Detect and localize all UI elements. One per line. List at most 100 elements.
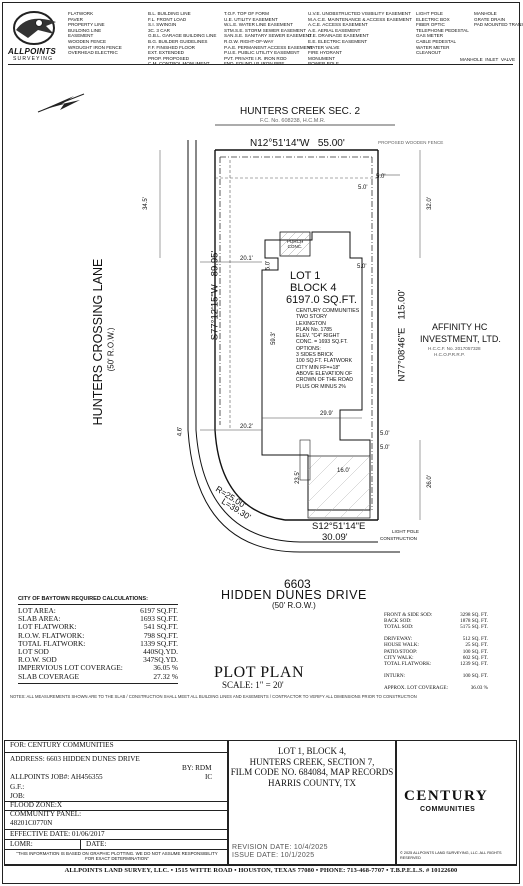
legal-line: HARRIS COUNTY, TX xyxy=(268,777,356,788)
effective-date: EFFECTIVE DATE: 01/06/2017 xyxy=(10,830,105,838)
legend-item: S.I. SWINGIN xyxy=(148,22,177,28)
brand-box xyxy=(396,740,517,865)
gf-label: G.F.: xyxy=(10,783,25,791)
calc-row: TOTAL SOD:5175 SQ. FT. xyxy=(384,624,488,630)
calc-key: TOTAL SOD: xyxy=(384,624,414,631)
job-number: ALLPOINTS JOB#: AH456355 xyxy=(10,773,103,781)
calc-value: 798 SQ.FT. xyxy=(143,630,178,640)
calc-key: APPROX. LOT COVERAGE: xyxy=(384,685,449,692)
legend-item: B.L. BUILDING LINE xyxy=(148,11,191,16)
legend-item: LIGHT POLE xyxy=(416,11,443,16)
legend-item: A.C.E. ACCESS EASEMENT xyxy=(308,22,368,28)
north-bearing: N12°51'14"W 55.00' xyxy=(250,138,345,149)
legend-item: M.A.C.E. MAINTENANCE & ACCESS EASEMENT xyxy=(308,16,412,22)
calc-key: DRIVEWAY: xyxy=(384,636,413,643)
legend-item: GAS METER xyxy=(416,33,444,39)
neighbor-ref-1: H.C.C.F. No. 2017057328 xyxy=(428,346,481,351)
calc-value: 1693 SQ.FT. xyxy=(140,614,178,624)
calc-value: 347SQ.YD. xyxy=(143,655,178,665)
calc-value: 440SQ.YD. xyxy=(143,647,178,657)
legend-item: E.E. ELECTRIC EASEMENT xyxy=(308,38,368,44)
legend-item: OVERHEAD ELECTRIC xyxy=(68,50,118,56)
legend-inlet: INLET xyxy=(485,57,499,62)
lot-note-line: CENTURY COMMUNITIES xyxy=(296,308,360,314)
calc-value: 27.32 % xyxy=(153,671,178,681)
lot-note-line: 100 SQ.FT. FLATWORK xyxy=(296,358,353,365)
legal-box xyxy=(228,740,396,865)
calc-value: 512 SQ. FT. xyxy=(462,636,488,643)
lot-note-line: PLUS OR MINUS 2% xyxy=(296,383,346,390)
east-bearing: N77°08'46"E 115.00' xyxy=(396,289,408,382)
south-note-1: LIGHT POLE xyxy=(392,529,419,534)
legend-item: P.A.E. PERMANENT ACCESS EASEMENT xyxy=(224,44,313,50)
legend-item: PROP. PROPOSED xyxy=(148,55,190,61)
south-bearing: S12°51'14"E xyxy=(312,521,366,532)
calc-key: SLAB AREA: xyxy=(18,614,61,624)
neighbor-owner-1: AFFINITY HC xyxy=(432,322,488,332)
calc-row: PATIO/STOOP:100 SQ. FT. xyxy=(384,649,488,655)
for-value: CENTURY COMMUNITIES xyxy=(27,741,114,749)
legend-item: MANHOLE xyxy=(474,11,497,16)
dim-16-0: 16.0' xyxy=(337,468,350,474)
legend-item: U.E. UTILITY EASEMENT xyxy=(224,16,278,22)
lot-note-line: PLAN No. 1785 xyxy=(296,326,333,333)
calc-heading: CITY OF BAYTOWN REQUIRED CALCULATIONS: xyxy=(18,596,149,602)
brand-name: CENTURY xyxy=(404,788,489,804)
subdivision-ref: F.C. No. 608238, H.C.M.R. xyxy=(260,118,326,124)
dim-4-6: 4.6' xyxy=(177,426,184,437)
porch-label: PORCH CONC. xyxy=(286,239,304,249)
calc-value: 1339 SQ.FT. xyxy=(140,638,178,648)
date-label: DATE: xyxy=(86,840,107,848)
dim-5-0-e: 5.0' xyxy=(376,174,386,180)
dim-26-0: 26.0' xyxy=(426,475,433,488)
address-line: ADDRESS: 6603 HIDDEN DUNES DRIVE xyxy=(10,755,140,763)
revision-date: REVISION DATE: 10/4/2025 xyxy=(232,844,328,851)
legend-item: TELEPHONE PEDESTAL xyxy=(416,27,469,33)
calc-key: INTURN: xyxy=(384,672,406,679)
block-number: BLOCK 4 xyxy=(290,282,337,294)
legend-item: MONUMENT xyxy=(308,55,336,61)
legend-item: FLATWORK xyxy=(68,11,94,16)
dim-5-0-c: 5.0' xyxy=(380,431,390,437)
lot-note-line: LEXINGTON xyxy=(296,320,326,327)
south-note-2: CONSTRUCTION xyxy=(380,536,418,541)
calc-key: TOTAL FLATWORK: xyxy=(384,660,432,667)
plot-plan-scale: SCALE: 1" = 20' xyxy=(222,680,284,690)
calc-key: R.O.W. FLATWORK: xyxy=(18,630,85,640)
west-street-name: HUNTERS CROSSING LANE xyxy=(91,258,105,426)
legend-item: PVT. PRIVATE I.R. IRON ROD xyxy=(224,55,287,61)
lot-number: LOT 1 xyxy=(290,270,321,282)
company-logo: ALLPOINTS SURVEYING xyxy=(8,8,64,62)
legend-item: 3C. 3 CAR xyxy=(148,27,170,33)
dim-32-0: 32.0' xyxy=(426,197,433,210)
issue-date: ISSUE DATE: 10/1/2025 xyxy=(232,852,315,859)
legal-line: LOT 1, BLOCK 4, xyxy=(277,746,347,756)
dim-5-0-f: 5.0' xyxy=(358,185,368,191)
flood-zone: FLOOD ZONE:X xyxy=(10,801,63,809)
calc-row: TOTAL FLATWORK:1339 SQ.FT. xyxy=(18,638,178,648)
legend-item: A.E. AERIAL EASEMENT xyxy=(308,27,361,33)
info-left-box xyxy=(4,740,228,865)
lomr-label: LOMR: xyxy=(10,840,33,848)
legend-item: POWER POLE xyxy=(308,61,339,67)
legend-item: W.L.E. WATER LINE EASEMENT xyxy=(224,22,293,28)
lot-note-line: CITY MIN FF=+18" xyxy=(296,364,341,371)
calc-key: HOUSE WALK: xyxy=(384,642,419,649)
legend-item: FIBER OPTIC xyxy=(416,22,445,28)
ic-label: IC xyxy=(205,773,213,781)
legend-item: F.F. FINISHED FLOOR xyxy=(148,44,195,50)
dim-20-1: 20.1' xyxy=(240,256,253,262)
lot-note-line: 3 SIDES BRICK xyxy=(296,352,334,359)
legend-item: B.G. BUILDER GUIDELINES xyxy=(148,38,208,44)
calc-key: PATIO/STOOP: xyxy=(384,648,418,655)
dim-20-2: 20.2' xyxy=(240,424,253,430)
legal-description: LOT 1, BLOCK 4,HUNTERS CREEK, SECTION 7,… xyxy=(228,746,396,788)
neighbor-owner-2: INVESTMENT, LTD. xyxy=(420,334,501,344)
dim-34-5: 34.5' xyxy=(142,197,149,210)
